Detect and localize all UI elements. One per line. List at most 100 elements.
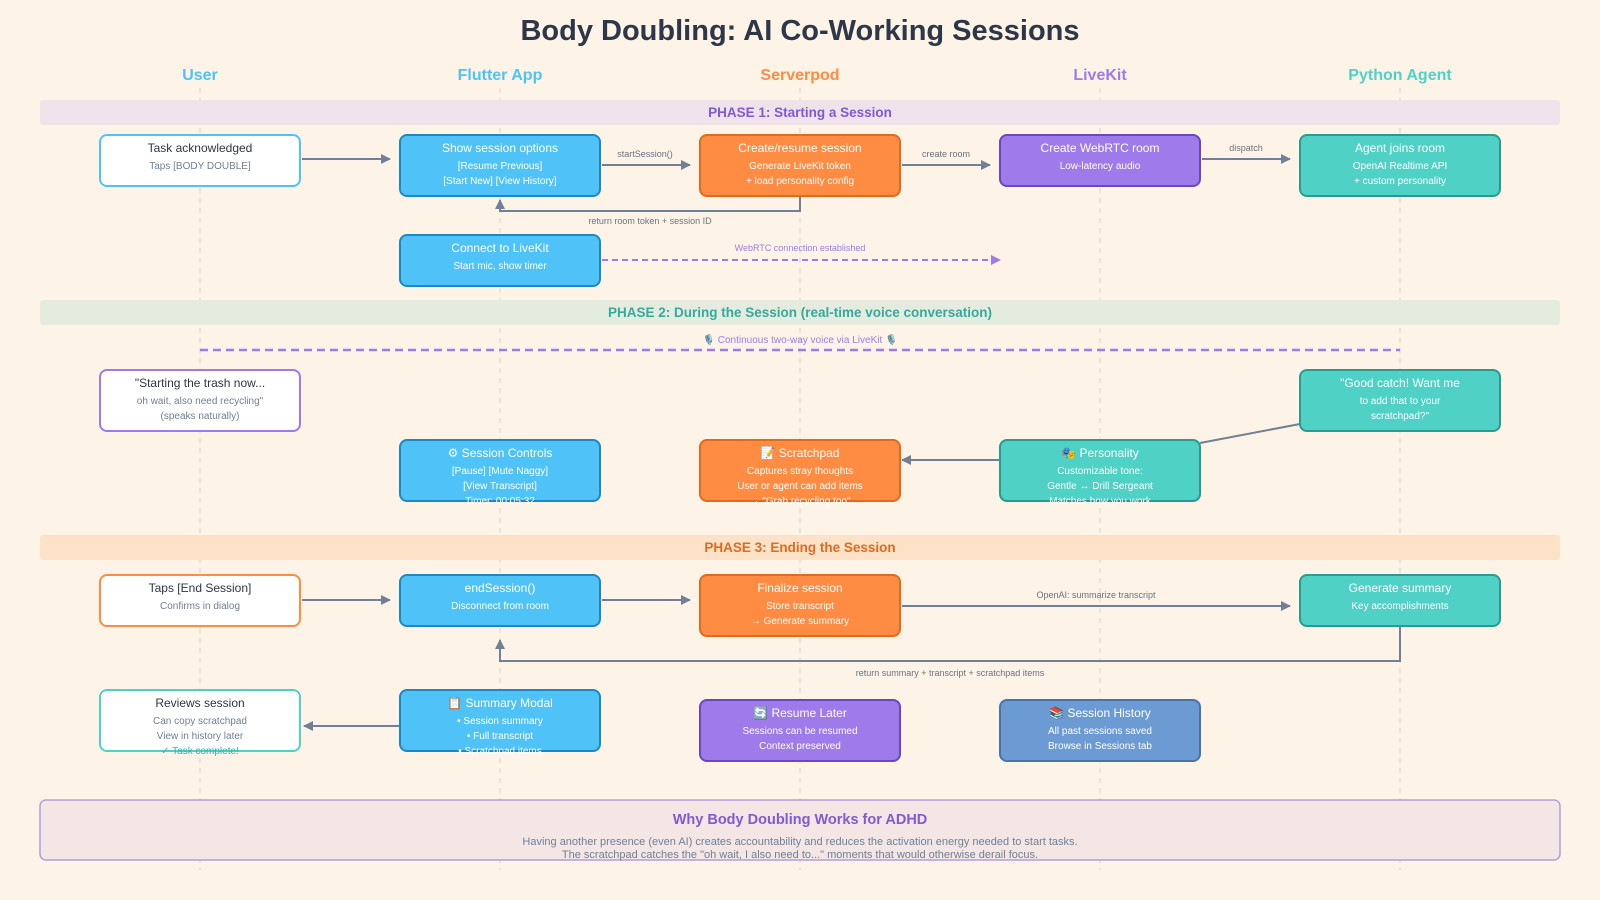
node-title: Show session options	[442, 141, 558, 155]
node-line: Matches how you work	[1049, 496, 1152, 507]
lane-label-livekit: LiveKit	[1073, 67, 1127, 84]
node-line: [View Transcript]	[463, 481, 537, 492]
node-title: "Good catch! Want me	[1340, 376, 1460, 390]
node-box	[699, 699, 901, 762]
node-title: 📝 Scratchpad	[761, 446, 840, 460]
footer-line-1: Having another presence (even AI) create…	[522, 836, 1077, 848]
node-title: 📋 Summary Modal	[447, 696, 553, 710]
node-box	[399, 234, 601, 287]
node-line: to add that to your	[1360, 396, 1441, 407]
node-title: ⚙ Session Controls	[448, 446, 553, 460]
label-return-token: return room token + session ID	[588, 216, 712, 226]
node-box	[99, 134, 301, 187]
footer-panel	[39, 799, 1561, 861]
node-show-options: Show session options[Resume Previous][St…	[399, 134, 601, 197]
node-title: Generate summary	[1349, 581, 1452, 595]
node-summary-modal: 📋 Summary Modal• Session summary• Full t…	[399, 689, 601, 757]
lane-label-user: User	[182, 67, 218, 84]
node-line: + custom personality	[1354, 176, 1446, 187]
node-box	[699, 574, 901, 637]
node-title: Finalize session	[757, 581, 842, 595]
node-line: [Pause] [Mute Naggy]	[452, 466, 548, 477]
node-box	[99, 574, 301, 627]
voice-banner-label: 🎙️ Continuous two-way voice via LiveKit …	[703, 333, 898, 346]
node-line: View in history later	[157, 731, 244, 742]
node-user-speech: "Starting the trash now...oh wait, also …	[99, 369, 301, 432]
node-box	[99, 369, 301, 432]
node-box	[1299, 369, 1501, 432]
lane-label-python: Python Agent	[1348, 67, 1452, 84]
node-line: Low-latency audio	[1060, 161, 1141, 172]
arrow-return-token	[495, 196, 801, 212]
node-end-session: endSession()Disconnect from room	[399, 574, 601, 627]
footer-line-2: The scratchpad catches the "oh wait, I a…	[562, 849, 1038, 861]
node-title: Taps [End Session]	[149, 581, 252, 595]
node-line: OpenAI Realtime API	[1353, 161, 1448, 172]
node-box	[999, 699, 1201, 762]
node-line: Gentle ↔ Drill Sergeant	[1047, 481, 1153, 492]
node-line: Start mic, show timer	[453, 261, 547, 272]
node-box	[399, 574, 601, 627]
node-line: [Resume Previous]	[458, 161, 543, 172]
node-line: → "Grab recycling too"	[749, 496, 850, 507]
label-summarize: OpenAI: summarize transcript	[1036, 590, 1156, 600]
node-line: Store transcript	[766, 601, 834, 612]
node-title: Connect to LiveKit	[451, 241, 549, 255]
node-line: Can copy scratchpad	[153, 716, 247, 727]
node-line: (speaks naturally)	[161, 411, 240, 422]
phase-3-banner	[40, 535, 1560, 560]
label-webrtc: WebRTC connection established	[735, 243, 866, 253]
node-line: Captures stray thoughts	[747, 466, 853, 477]
arrow-return-summary	[495, 626, 1401, 662]
lane-label-flutter: Flutter App	[458, 67, 543, 84]
node-box	[1299, 134, 1501, 197]
node-box	[699, 439, 901, 502]
node-end-tap: Taps [End Session] Confirms in dialog	[99, 574, 301, 627]
label-dispatch: dispatch	[1229, 143, 1263, 153]
phase-2-banner	[40, 300, 1560, 325]
node-box	[399, 134, 601, 197]
node-title: 🔄 Resume Later	[753, 706, 847, 720]
node-box	[999, 134, 1201, 187]
node-title: Reviews session	[155, 696, 244, 710]
node-line: scratchpad?"	[1371, 411, 1429, 422]
node-box	[699, 134, 901, 197]
node-line: • Full transcript	[467, 731, 534, 742]
node-line: Context preserved	[759, 741, 841, 752]
node-line: Timer: 00:05:32	[465, 496, 535, 507]
node-title: 📚 Session History	[1049, 706, 1151, 720]
phase-2-label: PHASE 2: During the Session (real-time v…	[608, 305, 992, 320]
phase-3-label: PHASE 3: Ending the Session	[704, 540, 895, 555]
node-title: Task acknowledged	[148, 141, 253, 155]
node-line: Customizable tone:	[1057, 466, 1143, 477]
node-title: Create WebRTC room	[1041, 141, 1160, 155]
lane-label-serverpod: Serverpod	[760, 67, 839, 84]
node-line: Generate LiveKit token	[749, 161, 851, 172]
node-agent-reply: "Good catch! Want me to add that to your s…	[1299, 369, 1501, 432]
node-session-controls: ⚙ Session Controls [Pause] [Mute Naggy] [V…	[399, 439, 601, 507]
node-line: → Generate summary	[751, 616, 849, 627]
phase-1-label: PHASE 1: Starting a Session	[708, 105, 892, 120]
node-line: + load personality config	[746, 176, 854, 187]
label-create-room: create room	[922, 149, 970, 159]
node-line: Taps [BODY DOUBLE]	[149, 161, 251, 172]
node-line: oh wait, also need recycling"	[137, 396, 264, 407]
arrow-agent-to-personality	[1199, 423, 1301, 444]
node-title: Agent joins room	[1355, 141, 1445, 155]
node-line: Confirms in dialog	[160, 601, 240, 612]
node-box	[999, 439, 1201, 502]
node-line: Disconnect from room	[451, 601, 549, 612]
